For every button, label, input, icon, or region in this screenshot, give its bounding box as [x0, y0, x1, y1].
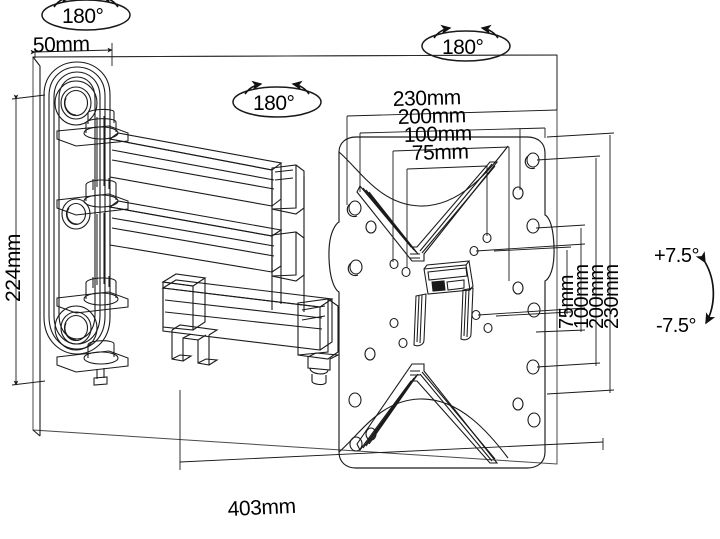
wall-plate-hole-top [54, 80, 98, 126]
wall-plate-hole-bottom [54, 305, 98, 351]
dim-100mm-label: 100mm [403, 122, 472, 147]
swivel-post [271, 166, 305, 312]
dim-403mm [179, 390, 604, 470]
badge-180-wall-pivot [41, 0, 131, 31]
lower-chevron-rail [356, 363, 499, 464]
mid-arm-segment [161, 273, 340, 386]
upper-chevron-rail [356, 161, 499, 262]
dim-200mm-label: 200mm [397, 104, 466, 129]
badge-180-mid-joint [232, 80, 322, 118]
dim-75mm-top-label: 75mm [411, 140, 468, 165]
upper-extension-arm [108, 132, 305, 215]
badge-180-mid-joint-label: 180° [253, 92, 295, 115]
dim-100mm-right-label: 100mm [571, 264, 593, 329]
wall-mount-plate [32, 56, 111, 437]
badge-180-wall-pivot-label: 180° [62, 5, 104, 28]
tilt-arc-indicator [695, 251, 716, 325]
tilt-up-label: +7.5° [654, 245, 699, 267]
dim-75mm-right-label: 75mm [556, 275, 578, 329]
wall-panel-outline [32, 54, 558, 465]
dim-50mm [30, 43, 113, 66]
dim-50mm-label: 50mm [33, 33, 90, 57]
dim-224mm-label: 224mm [2, 234, 25, 302]
dim-vertical-group [475, 132, 615, 395]
cushion-pad-right [460, 287, 474, 341]
badge-180-plate-joint-label: 180° [442, 36, 484, 59]
cushion-pad-left [413, 293, 427, 347]
dim-230mm-right-label: 230mm [601, 264, 623, 329]
dim-200mm-right-label: 200mm [586, 264, 608, 329]
vesa-hole-grid [346, 152, 541, 452]
badge-180-plate-joint [421, 24, 511, 62]
vesa-mount-plate [328, 136, 555, 469]
dim-230mm-label: 230mm [392, 86, 461, 111]
lower-extension-arm [108, 200, 305, 282]
lock-latch-mechanism [423, 260, 474, 295]
dim-403mm-label: 403mm [227, 495, 296, 521]
plate-scallop-curves [338, 145, 509, 459]
dim-224mm [11, 94, 46, 386]
tilt-down-label: -7.5° [656, 315, 696, 337]
dim-horizontal-group [346, 55, 558, 281]
